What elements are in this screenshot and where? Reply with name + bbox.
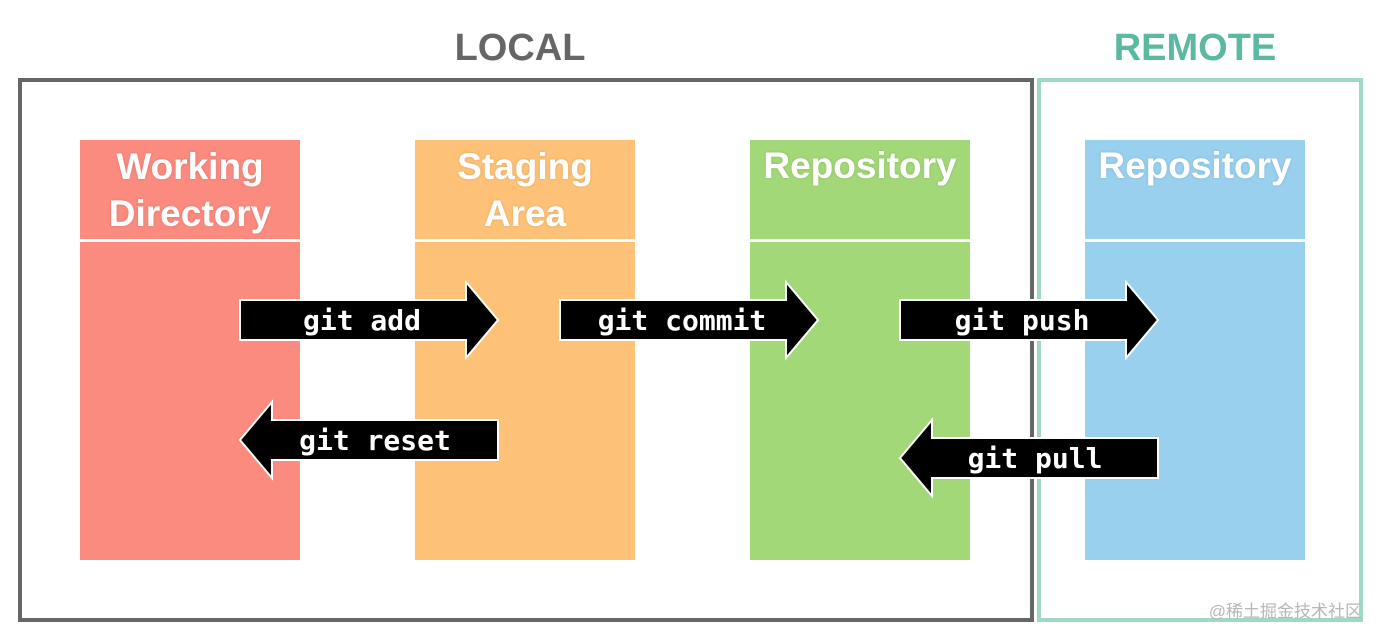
local-repository-title: Repository bbox=[763, 145, 957, 186]
header-divider bbox=[1085, 239, 1305, 242]
git-push-arrow: git push bbox=[898, 279, 1160, 361]
left-arrow-icon bbox=[238, 399, 499, 481]
git-commit-label: git commit bbox=[597, 303, 767, 337]
git-add-arrow: git add bbox=[238, 279, 500, 361]
header-divider bbox=[415, 239, 635, 242]
header-divider bbox=[750, 239, 970, 242]
remote-region-box bbox=[1037, 78, 1363, 622]
working-directory-title-line2: Directory bbox=[108, 193, 272, 234]
remote-repository-header: Repository bbox=[1085, 140, 1305, 240]
header-divider bbox=[80, 239, 300, 242]
left-arrow-icon bbox=[898, 417, 1159, 499]
git-reset-label: git reset bbox=[299, 423, 451, 457]
git-pull-arrow: git pull bbox=[898, 417, 1160, 499]
right-arrow-icon bbox=[239, 279, 500, 361]
remote-repository-title: Repository bbox=[1098, 145, 1292, 186]
right-arrow-icon bbox=[899, 279, 1160, 361]
git-commit-arrow: git commit bbox=[558, 279, 820, 361]
staging-area-title-line2: Area bbox=[483, 193, 567, 234]
right-arrow-icon bbox=[559, 279, 820, 361]
staging-area-title-line1: Staging bbox=[457, 146, 593, 187]
local-region-box bbox=[18, 78, 1034, 622]
git-pull-label: git pull bbox=[967, 441, 1103, 475]
local-title: LOCAL bbox=[454, 27, 586, 69]
git-push-label: git push bbox=[954, 303, 1090, 337]
local-repository-header: Repository bbox=[750, 140, 970, 240]
watermark: @稀土掘金技术社区 bbox=[1208, 602, 1362, 621]
working-directory-title-line1: Working bbox=[116, 146, 264, 187]
remote-repository-column: Repository bbox=[1085, 140, 1305, 560]
remote-title: REMOTE bbox=[1113, 27, 1277, 69]
git-reset-arrow: git reset bbox=[238, 399, 500, 481]
git-add-label: git add bbox=[302, 303, 421, 337]
